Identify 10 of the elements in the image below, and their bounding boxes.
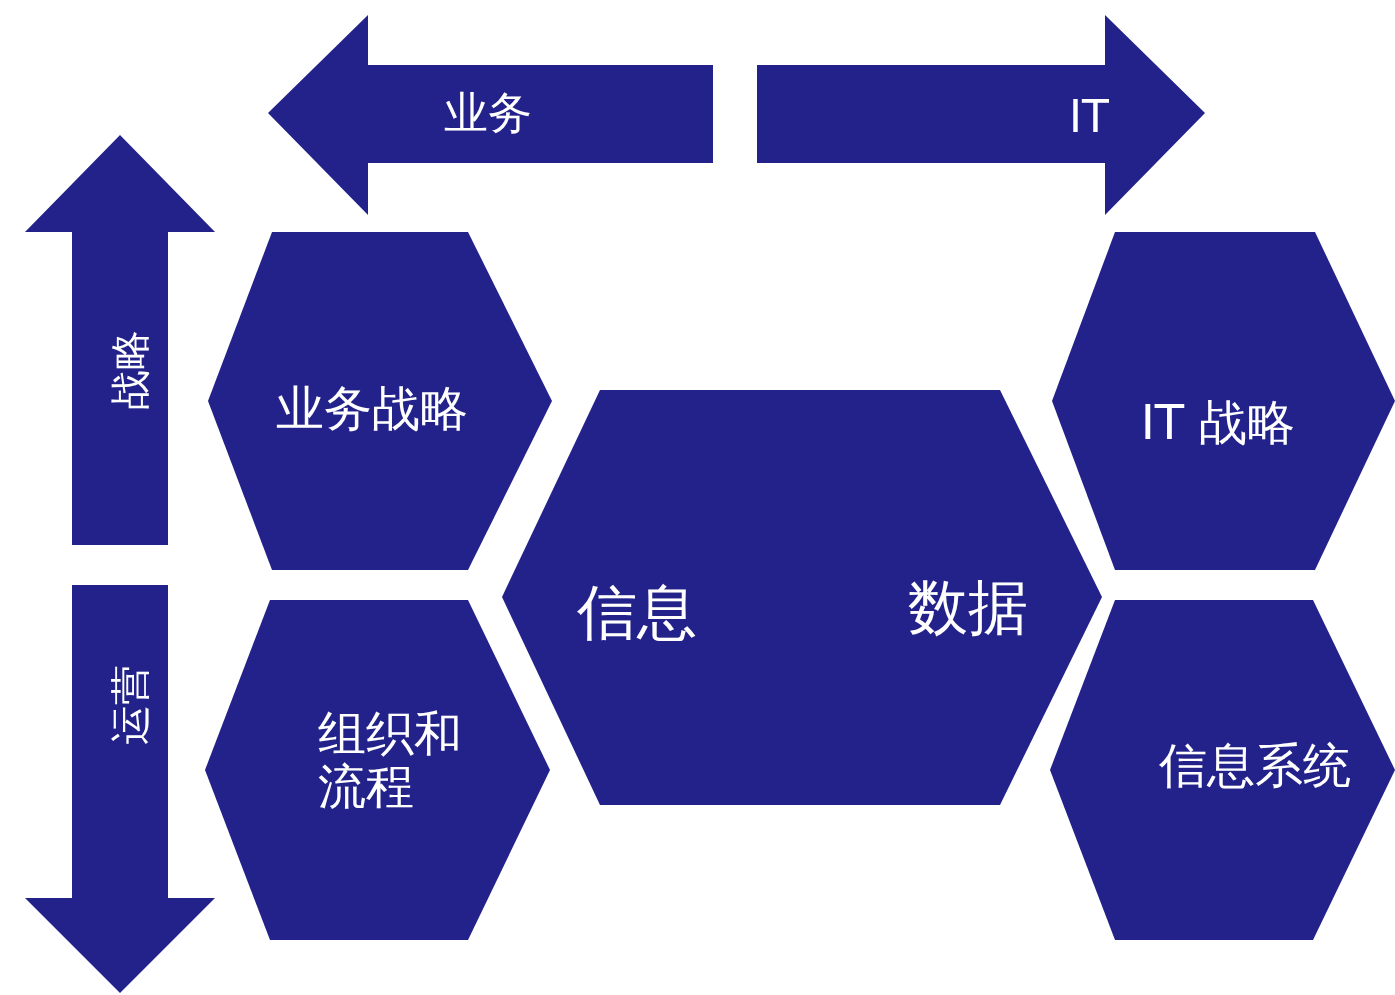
hexagon-label: IT 战略 bbox=[1140, 395, 1296, 449]
arrow-label: 业务 bbox=[444, 88, 532, 138]
hexagon-label: 业务战略 bbox=[276, 381, 468, 435]
hexagon-label: 数据 bbox=[908, 574, 1028, 640]
arrow-label: 运营 bbox=[108, 665, 152, 745]
arrow-label: 战略 bbox=[108, 330, 152, 410]
hexagon-label: 信息系统 bbox=[1159, 738, 1351, 792]
arrow-label: IT bbox=[1069, 92, 1109, 142]
hexagon-label: 组织和流程 bbox=[318, 707, 464, 813]
hexagon-label: 信息 bbox=[577, 579, 697, 645]
